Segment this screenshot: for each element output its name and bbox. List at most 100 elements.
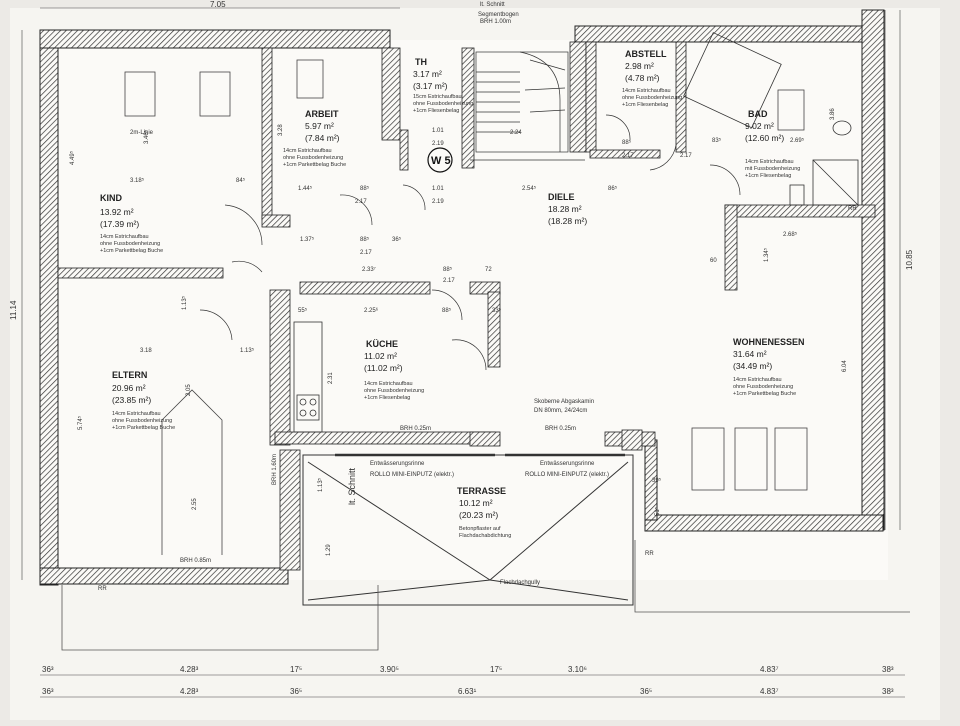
room-area-alt-eltern: (23.85 m²)	[112, 395, 151, 405]
dim-wohn-60: 60	[710, 258, 717, 264]
dim-th-101: 1.01	[432, 128, 444, 134]
dim-arb-88: 88⁵	[360, 185, 370, 192]
room-kueche: KÜCHE 11.02 m² (11.02 m²) 14cm Estrichau…	[364, 339, 424, 401]
room-spec-eltern-1: 14cm Estrichaufbau	[112, 411, 161, 417]
dim-b2-5: 4.83⁷	[760, 687, 779, 696]
room-spec-eltern-2: ohne Fussbodenheizung	[112, 418, 172, 424]
room-diele: DIELE 18.28 m² (18.28 m²)	[548, 192, 587, 226]
skylights	[124, 59, 808, 491]
dim-b1-3: 3.90⁵	[380, 665, 399, 674]
dim-stair-224: 2.24	[510, 130, 522, 136]
room-area-alt-kind: (17.39 m²)	[100, 219, 139, 229]
room-area-abstell: 2.98 m²	[625, 61, 654, 71]
dim-right-total: 10.85	[905, 249, 914, 270]
dim-b1-5: 3.10⁶	[568, 665, 587, 674]
roller-sub-label-1: Entwässerungsrinne	[370, 461, 425, 467]
room-spec-kind-1: 14cm Estrichaufbau	[100, 234, 149, 240]
room-name-kind: KIND	[100, 193, 122, 203]
room-area-arbeit: 5.97 m²	[305, 121, 334, 131]
dim-diele-254: 2.54⁵	[522, 185, 537, 192]
room-spec-abstell-1: 14cm Estrichaufbau	[622, 88, 671, 94]
dim-arb-328: 3.28	[278, 124, 284, 136]
room-area-eltern: 20.96 m²	[112, 383, 146, 393]
dim-kue-33: 33⁵	[492, 307, 502, 314]
room-bad: BAD 9.02 m² (12.60 m²) 14cm Estrichaufba…	[745, 109, 800, 179]
chimney-dn-label: DN 80mm, 24/24cm	[534, 408, 587, 414]
dim-hall-36: 36⁵	[392, 236, 402, 243]
room-name-eltern: ELTERN	[112, 370, 147, 380]
stair-brh-label: BRH 1.00m	[480, 19, 511, 25]
room-name-diele: DIELE	[548, 192, 575, 202]
room-eltern: ELTERN 20.96 m² (23.85 m²) 14cm Estricha…	[112, 370, 175, 431]
section-cut-label: lt. Schnitt	[347, 467, 357, 505]
room-name-abstell: ABSTELL	[625, 49, 667, 59]
roller-label-2: ROLLO MINI-EINPUTZ (elektr.)	[525, 472, 609, 478]
bottom-dims-row2: 36³ 4.28³ 36⁵ 6.63¹ 36⁵ 4.83⁷ 38³	[42, 687, 894, 696]
room-spec-arbeit-2: ohne Fussbodenheizung	[283, 155, 343, 161]
dim-b1-2: 17⁵	[290, 665, 302, 674]
room-area-bad: 9.02 m²	[745, 121, 774, 131]
terrace	[302, 453, 634, 606]
room-name-wohnen: WOHNENESSEN	[733, 337, 805, 347]
room-name-kueche: KÜCHE	[366, 339, 398, 349]
bottom-dims-row1: 36³ 4.28³ 17⁵ 3.90⁵ 17⁵ 3.10⁶ 4.83⁷ 38³	[42, 665, 894, 674]
dim-wohn-134: 1.34⁵	[763, 247, 770, 262]
room-spec-bad-2: mit Fussbodenheizung	[745, 166, 800, 172]
room-abstell: ABSTELL 2.98 m² (4.78 m²) 14cm Estrichau…	[622, 49, 682, 108]
stair-marker-label: W 5	[431, 155, 451, 167]
room-spec-kind-2: ohne Fussbodenheizung	[100, 241, 160, 247]
exterior-walls	[39, 9, 885, 586]
dim-b2-4: 36⁵	[640, 687, 652, 696]
brh-eltern-v-label: BRH 1.60m	[272, 454, 278, 485]
staircase	[470, 51, 585, 161]
room-area-alt-kueche: (11.02 m²)	[364, 363, 403, 373]
dim-b1-6: 4.83⁷	[760, 665, 779, 674]
dim-b1-0: 36³	[42, 665, 54, 674]
dim-bad-386: 3.86	[830, 108, 836, 120]
room-spec-kueche-3: +1cm Fliesenbelag	[364, 395, 410, 401]
room-spec-th-3: +1cm Fliesenbelag	[413, 108, 459, 114]
room-spec-arbeit-3: +1cm Parkettbelag Buche	[283, 162, 346, 168]
dim-b2-1: 4.28³	[180, 687, 199, 696]
rr-label-1: RR	[98, 586, 107, 592]
bathroom-fixtures	[683, 32, 859, 206]
room-area-alt-diele: (18.28 m²)	[548, 216, 587, 226]
dim-elt-113b: 1.13⁵	[181, 295, 188, 310]
dim-ter-39: 39⁵	[652, 477, 662, 484]
dim-bad-83: 83⁵	[712, 137, 722, 144]
room-area-diele: 18.28 m²	[548, 204, 582, 214]
room-terrasse: TERRASSE 10.12 m² (20.23 m²) Betonpflast…	[457, 486, 511, 539]
dim-left-total: 11.14	[9, 300, 18, 320]
room-area-alt-th: (3.17 m²)	[413, 81, 448, 91]
dim-hall-217: 2.17	[360, 250, 372, 256]
dim-elt-255: 2.55	[192, 498, 198, 510]
brh-eltern-label: BRH 0.85m	[180, 558, 211, 564]
room-name-bad: BAD	[748, 109, 768, 119]
dim-kue-231: 2.31	[328, 372, 334, 384]
room-name-th: TH	[415, 57, 427, 67]
dim-kue-55: 55⁵	[298, 307, 308, 314]
kitchen-counter	[293, 321, 323, 433]
door-swings	[199, 114, 741, 371]
rr-label-2: RR	[645, 551, 654, 557]
room-area-alt-bad: (12.60 m²)	[745, 133, 784, 143]
dim-elt-318: 3.18	[140, 348, 152, 354]
room-area-alt-terrasse: (20.23 m²)	[459, 510, 498, 520]
dim-b2-0: 36³	[42, 687, 54, 696]
dim-wohn-604: 6.04	[842, 360, 848, 372]
interior-walls	[57, 41, 876, 571]
eltern-bed-outline	[161, 389, 223, 555]
dim-th-219: 2.19	[432, 141, 444, 147]
room-area-kind: 13.92 m²	[100, 207, 134, 217]
room-area-alt-wohnen: (34.49 m²)	[733, 361, 772, 371]
room-spec-arbeit-1: 14cm Estrichaufbau	[283, 148, 332, 154]
room-spec-th-2: ohne Fussbodenheizung	[413, 101, 473, 107]
roller-sub-label-2: Entwässerungsrinne	[540, 461, 595, 467]
dimension-lines	[21, 7, 905, 698]
brh-kitchen-label: BRH 0.25m	[400, 426, 431, 432]
room-area-wohnen: 31.64 m²	[733, 349, 767, 359]
dim-kue-88b: 88⁵	[442, 307, 452, 314]
inner-dimensions: 3.18⁵ 84⁵ 4.49⁵ 3.46⁵ 1.44⁵ 88⁵ 2.17 3.2…	[69, 108, 848, 556]
top-section-label: lt. Schnitt	[480, 2, 505, 8]
